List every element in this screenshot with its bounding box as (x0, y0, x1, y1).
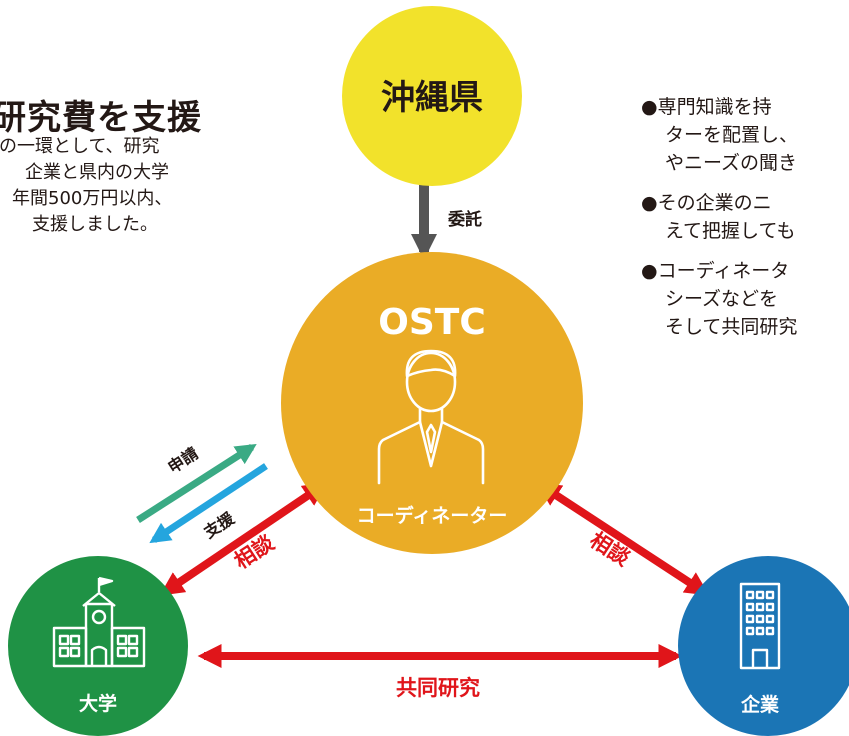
prefecture-node (342, 6, 522, 186)
consult-arrow-right (536, 482, 710, 596)
note-line-3: やニーズの聞き (665, 152, 798, 174)
office-building-icon (739, 582, 781, 670)
ostc-node (281, 252, 583, 554)
company-label: 企業 (740, 693, 780, 716)
note-line-7: シーズなどを (665, 288, 779, 310)
consult-label-right: 相談 (586, 528, 635, 572)
intro-line-3: 年間500万円以内、 (12, 188, 173, 209)
section-heading: 研究費を支援 (0, 98, 202, 138)
university-label: 大学 (79, 692, 117, 715)
note-line-6: ●コーディネータ (641, 260, 790, 282)
note-line-2: ターを配置し、 (665, 124, 799, 146)
intro-line-2: 企業と県内の大学 (25, 162, 169, 183)
joint-research-label: 共同研究 (396, 676, 480, 700)
intro-line-4: 支援しました。 (32, 214, 158, 235)
company-node (678, 556, 849, 736)
coordinator-person-icon (377, 349, 485, 485)
note-line-4: ●その企業のニ (641, 192, 772, 214)
note-line-8: そして共同研究 (665, 316, 798, 338)
ostc-label: OSTC (378, 302, 486, 343)
intro-line-1: の一環として、研究 (0, 136, 160, 157)
school-building-icon (52, 576, 146, 668)
consult-arrow-left (159, 482, 328, 596)
note-line-5: えて把握しても (665, 220, 796, 242)
note-line-1: ●専門知識を持 (641, 96, 772, 118)
prefecture-label: 沖縄県 (381, 78, 483, 118)
coordinator-label: コーディネーター (357, 504, 508, 527)
commission-label: 委託 (447, 209, 482, 230)
support-label: 支援 (200, 508, 239, 542)
apply-label: 申請 (164, 444, 201, 477)
consult-label-left: 相談 (230, 530, 279, 574)
